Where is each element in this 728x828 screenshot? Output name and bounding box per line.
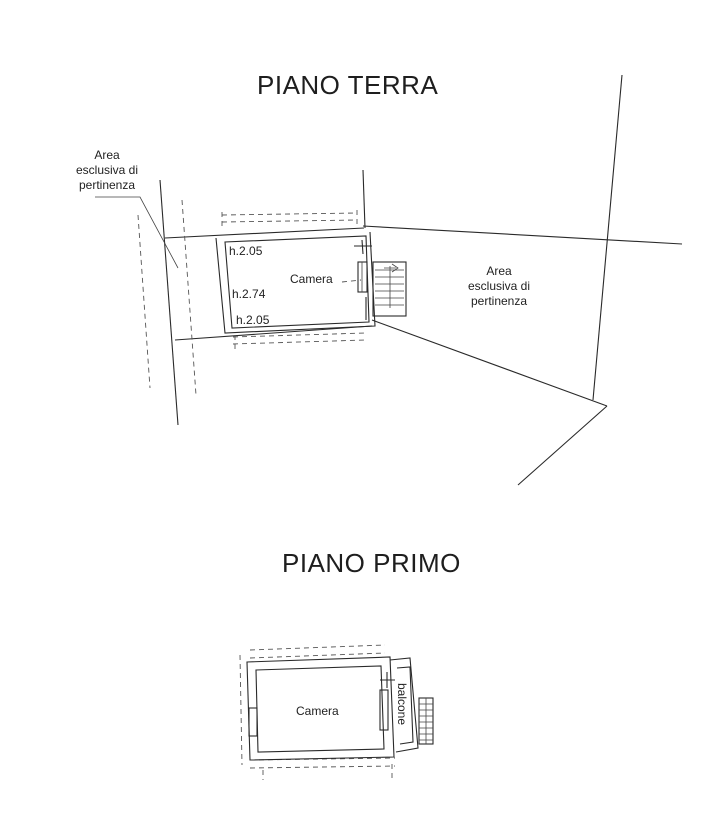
property-boundary-line (362, 225, 683, 245)
first-floor-plan (239, 644, 434, 780)
height-label: h.2.05 (236, 313, 270, 327)
right-area-label-line: Area (486, 264, 512, 278)
window-symbol (379, 689, 389, 731)
door-symbol (361, 239, 364, 255)
balcony-outline (389, 657, 419, 753)
stair-steps (375, 269, 404, 306)
neighbour-outline (232, 332, 367, 338)
property-boundary-line (371, 319, 608, 407)
property-boundary-line (174, 325, 373, 341)
neighbour-outline (221, 219, 358, 223)
neighbour-outline (249, 765, 396, 769)
window-symbol (248, 707, 258, 737)
first-floor-title: PIANO PRIMO (282, 548, 461, 578)
stair-arrow (384, 263, 399, 273)
property-boundary-line (159, 179, 179, 426)
ground-floor-plan (95, 74, 683, 486)
door-symbol (380, 672, 395, 688)
stair-outline (372, 261, 407, 317)
property-boundary-line (592, 74, 623, 401)
left-area-label-line: Area (94, 148, 120, 162)
window-symbol (357, 261, 368, 293)
label-leader-line (341, 279, 362, 283)
left-area-label-line: esclusiva di (75, 163, 139, 177)
left-area-label: Area esclusiva di pertinenza (52, 148, 162, 193)
property-boundary-line (362, 169, 366, 229)
property-boundary-line (517, 405, 608, 486)
neighbour-outline (137, 214, 151, 389)
property-boundary-line (164, 227, 365, 239)
ground-floor-title: PIANO TERRA (257, 70, 439, 100)
neighbour-outline (232, 339, 367, 345)
left-area-label-line: pertinenza (78, 178, 136, 192)
room-wall (224, 235, 370, 329)
balcony-outline (396, 666, 414, 745)
right-area-label-line: pertinenza (470, 294, 528, 308)
height-label: h.2.05 (229, 244, 263, 258)
neighbour-outline (249, 644, 386, 651)
neighbour-outline (239, 654, 243, 766)
height-label: h.2.74 (232, 287, 266, 301)
right-area-label-line: esclusiva di (467, 279, 531, 293)
first-room-label: Camera (296, 704, 339, 718)
neighbour-outline (221, 212, 358, 216)
label-leader-line (95, 196, 179, 269)
right-area-label: Area esclusiva di pertinenza (444, 264, 554, 309)
balcony-label: balcone (395, 682, 410, 726)
neighbour-outline (181, 199, 197, 396)
neighbour-outline (249, 652, 386, 659)
ground-room-label: Camera (290, 272, 333, 286)
